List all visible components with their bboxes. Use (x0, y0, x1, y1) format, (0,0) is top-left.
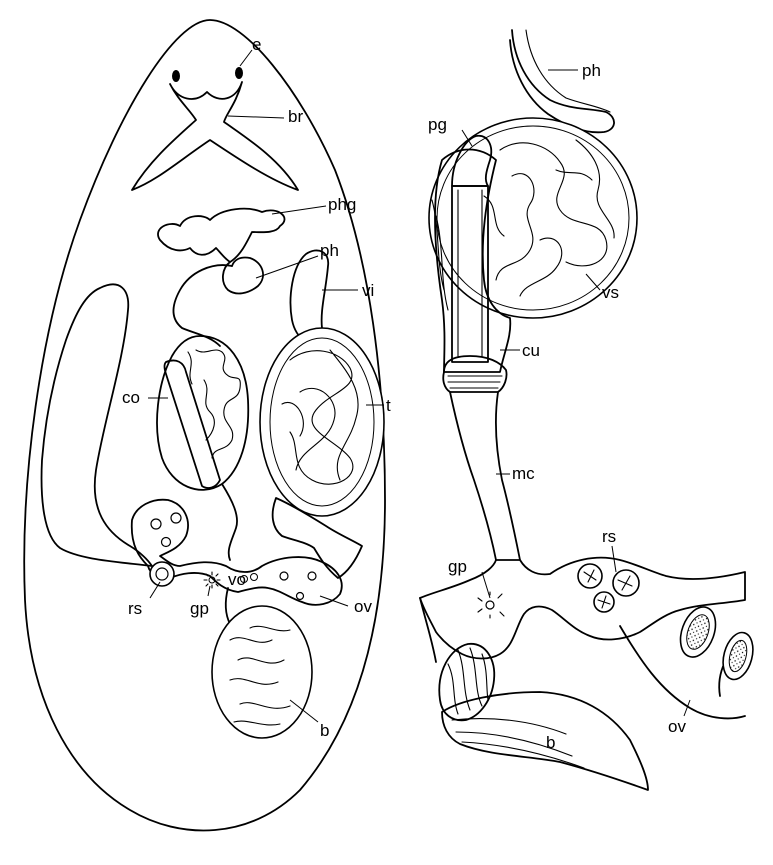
atrium-cell-2 (170, 512, 182, 524)
vitellarium-right-lower (271, 497, 363, 579)
cuff-striations (447, 375, 503, 389)
eye-left (172, 70, 180, 82)
leader-e (239, 49, 253, 67)
label-rs-right: rs (602, 527, 616, 546)
label-gp-right: gp (448, 557, 467, 576)
atrium-cell-3 (160, 536, 172, 548)
label-cu: cu (522, 341, 540, 360)
testis-inner (269, 337, 375, 507)
body-wall-left (419, 597, 437, 663)
leader-ov (319, 595, 349, 607)
seminal-vesicle-coils (483, 139, 615, 297)
left-panel-whole-worm: e br phg ph vi co t rs gp vo ov b (23, 19, 391, 832)
label-gp: gp (190, 599, 209, 618)
pharynx-right (509, 29, 615, 134)
bursa-duct (224, 587, 231, 625)
leader-phg (271, 205, 327, 215)
seminal-vesicle-coils (187, 349, 241, 459)
ejaculatory-duct-right (457, 189, 483, 357)
leader-rs (149, 581, 161, 599)
ovary-cell-2 (307, 571, 317, 581)
male-canal (449, 391, 497, 561)
right-panel-copulatory-apparatus: ph pg vs cu mc rs gp b ov (419, 29, 754, 791)
cuff (442, 355, 508, 393)
vitellarium-left (40, 283, 153, 567)
label-phg: phg (328, 195, 356, 214)
penis-gland (451, 134, 493, 187)
penis-bulb-fibers (431, 199, 449, 311)
vitelline-oviduct-cell-2 (250, 573, 258, 581)
leader-gp (207, 585, 211, 597)
copulatory-bulb (156, 335, 250, 491)
label-vi: vi (362, 281, 374, 300)
ejaculatory-duct (221, 483, 238, 561)
gonopore (203, 571, 221, 589)
label-rs: rs (128, 599, 142, 618)
bursa-folds (229, 625, 291, 726)
seminal-receptacle-left (149, 561, 175, 587)
label-mc: mc (512, 464, 535, 483)
ovary-oocyte-1-nucleus (686, 614, 710, 650)
label-b-right: b (546, 733, 555, 752)
leader-ph (255, 255, 319, 279)
pharynx-right-inner (525, 29, 611, 113)
seminal-vesicle (428, 117, 638, 319)
leader-ov-right (683, 699, 691, 717)
label-b: b (320, 721, 329, 740)
label-ph: ph (320, 241, 339, 260)
leader-b (289, 699, 319, 723)
label-t: t (386, 396, 391, 415)
atrium-cell-1 (150, 518, 162, 530)
leader-pg (461, 129, 473, 147)
body-outline (23, 19, 386, 832)
label-br: br (288, 107, 303, 126)
penis-bulb-right (434, 148, 512, 373)
receptacle-contents (583, 569, 633, 609)
pharyngeal-glands (157, 207, 286, 263)
leader-br (227, 115, 285, 119)
gonopore-right-rays (477, 591, 505, 619)
vitelline-oviduct-cell-1 (240, 575, 248, 583)
genital-atrium (130, 498, 343, 606)
leader-gp-right (481, 571, 491, 599)
bursa-stalk-lines (451, 718, 585, 769)
seminal-receptacle-inner (155, 567, 169, 581)
label-co: co (122, 388, 140, 407)
ovary-cell-3 (295, 591, 305, 601)
bursa (211, 605, 313, 739)
penis-papilla (163, 359, 221, 489)
label-e: e (252, 35, 261, 54)
pharynx (222, 256, 264, 295)
ovary-oocyte-2-nucleus (728, 639, 748, 673)
label-ov: ov (354, 597, 372, 616)
label-ph-right: ph (582, 61, 601, 80)
leader-vs (585, 273, 601, 291)
eye-right (235, 67, 243, 79)
ovary-cell-1 (279, 571, 289, 581)
testis (259, 327, 385, 517)
oviduct-right (619, 625, 746, 720)
brain (131, 81, 299, 191)
atrium-right (419, 556, 746, 660)
testis-coils (281, 349, 359, 485)
bursa-right-fibers (447, 647, 489, 715)
label-ov-right: ov (668, 717, 686, 736)
leader-rs-right (611, 545, 617, 573)
bursa-stalk (441, 691, 649, 791)
male-canal-inner (495, 391, 521, 561)
label-vs: vs (602, 283, 619, 302)
gonopore-right (485, 600, 495, 610)
label-pg: pg (428, 115, 447, 134)
label-vo: vo (228, 570, 246, 589)
